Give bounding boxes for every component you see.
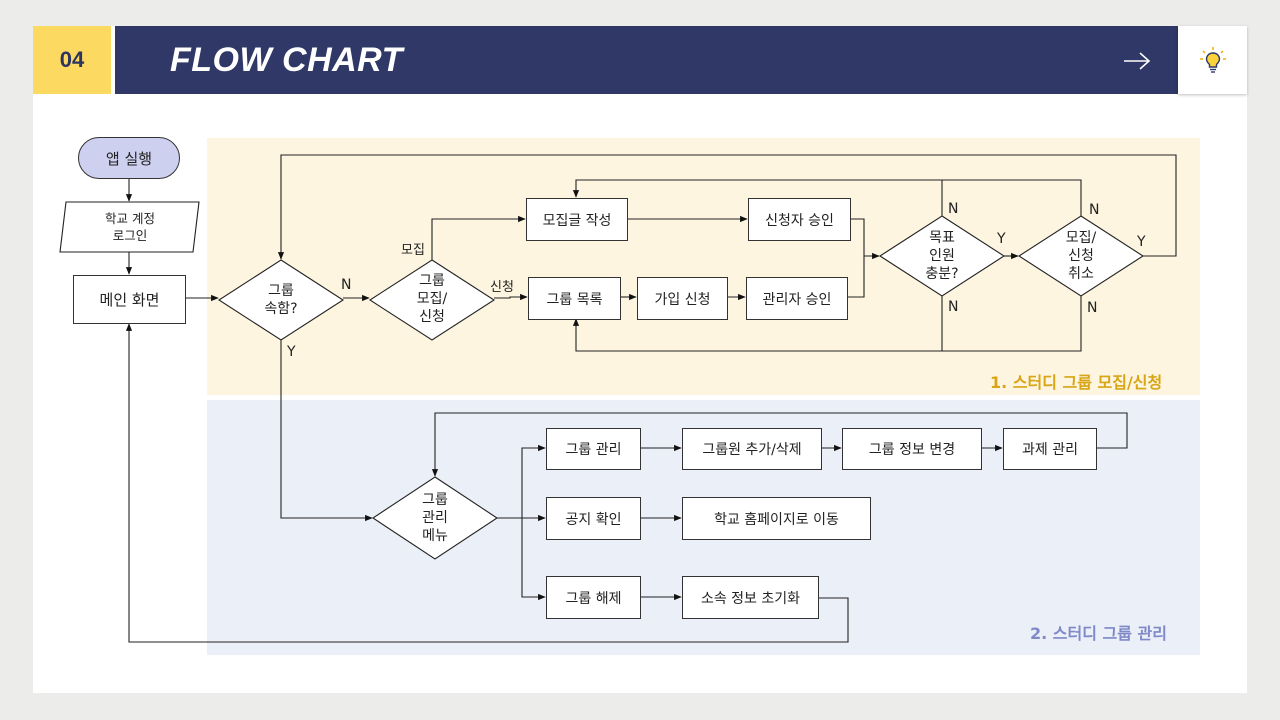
edge-label-enough-no-bottom: N xyxy=(948,299,959,315)
login-line-2: 로그인 xyxy=(112,228,148,243)
edge-label-enough-no-top: N xyxy=(948,201,959,217)
edge-label-belong-no: N xyxy=(341,277,352,293)
section-number: 04 xyxy=(33,26,111,94)
decision-recruit-line-2: 모집/ xyxy=(416,291,448,307)
login-line-1: 학교 계정 xyxy=(105,211,155,226)
edge-label-cancel-no-top: N xyxy=(1089,202,1100,218)
dissolve-node: 그룹 해제 xyxy=(546,576,641,619)
group-info-node: 그룹 정보 변경 xyxy=(842,428,982,470)
group-list-node: 그룹 목록 xyxy=(528,277,621,320)
header-bar xyxy=(115,26,1178,94)
group-manage-node: 그룹 관리 xyxy=(546,428,641,470)
decision-menu-line-1: 그룹 xyxy=(422,492,448,508)
admin-approve-node: 관리자 승인 xyxy=(746,277,848,320)
join-apply-node: 가입 신청 xyxy=(637,277,728,320)
decision-enough-label: 목표 인원 충분? xyxy=(902,226,982,286)
decision-menu xyxy=(372,476,498,560)
homepage-node: 학교 홈페이지로 이동 xyxy=(682,497,871,540)
decision-menu-line-2: 관리 xyxy=(422,510,448,526)
login-parallelogram xyxy=(59,201,200,253)
decision-menu-label: 그룹 관리 메뉴 xyxy=(395,488,475,548)
login-node: 학교 계정 로그인 xyxy=(60,202,200,252)
edge-label-enough-yes: Y xyxy=(997,231,1006,247)
decision-cancel-line-2: 신청 xyxy=(1068,248,1094,264)
approve-applicant-node: 신청자 승인 xyxy=(748,198,851,241)
member-edit-node: 그룹원 추가/삭제 xyxy=(682,428,822,470)
notice-node: 공지 확인 xyxy=(546,497,641,540)
decision-menu-line-3: 메뉴 xyxy=(422,528,448,544)
arrow-right-icon[interactable] xyxy=(1122,48,1152,78)
decision-enough-line-2: 인원 xyxy=(929,248,955,264)
write-post-node: 모집글 작성 xyxy=(526,198,628,241)
decision-recruit-line-1: 그룹 xyxy=(419,273,445,289)
start-node: 앱 실행 xyxy=(78,137,180,179)
decision-enough-line-1: 목표 xyxy=(929,230,955,246)
decision-belong-line-2: 속함? xyxy=(264,301,298,317)
zone2-label: 2. 스터디 그룹 관리 xyxy=(1030,624,1167,643)
decision-belong-line-1: 그룹 xyxy=(268,283,294,299)
lightbulb-icon xyxy=(1178,26,1247,94)
task-manage-node: 과제 관리 xyxy=(1003,428,1097,470)
page-title: FLOW CHART xyxy=(170,41,403,79)
decision-cancel-label: 모집/ 신청 취소 xyxy=(1041,226,1121,286)
decision-belong-label: 그룹 속함? xyxy=(241,272,321,328)
decision-recruit-label: 그룹 모집/ 신청 xyxy=(392,269,472,329)
decision-recruit xyxy=(368,259,496,341)
reset-info-node: 소속 정보 초기화 xyxy=(682,576,819,619)
edge-label-cancel-yes: Y xyxy=(1137,234,1146,250)
decision-cancel-line-1: 모집/ xyxy=(1065,230,1097,246)
zone1-label: 1. 스터디 그룹 모집/신청 xyxy=(990,373,1163,392)
decision-cancel-line-3: 취소 xyxy=(1068,266,1094,282)
edge-label-belong-yes: Y xyxy=(287,344,296,360)
decision-enough-line-3: 충분? xyxy=(925,266,959,282)
decision-recruit-line-3: 신청 xyxy=(419,309,445,325)
edge-label-apply: 신청 xyxy=(490,280,514,295)
edge-label-recruit: 모집 xyxy=(401,243,425,258)
main-screen-node: 메인 화면 xyxy=(73,275,186,324)
edge-label-cancel-no-bottom: N xyxy=(1087,300,1098,316)
